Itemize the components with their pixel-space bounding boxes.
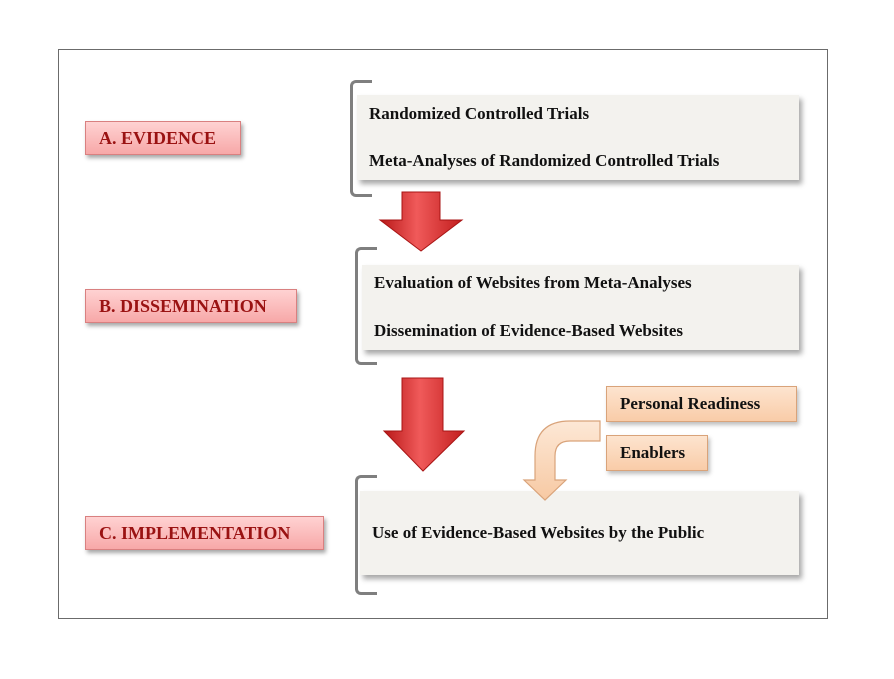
down-arrow-icon	[382, 377, 466, 472]
stage-label-implementation: C. IMPLEMENTATION	[85, 516, 324, 550]
panel-item: Use of Evidence-Based Websites by the Pu…	[372, 523, 705, 542]
panel-implementation: Use of Evidence-Based Websites by the Pu…	[360, 491, 799, 575]
panel-dissemination: Evaluation of Websites from Meta-Analyse…	[362, 265, 799, 350]
panel-item: Evaluation of Websites from Meta-Analyse…	[374, 273, 692, 292]
down-arrow-icon	[378, 191, 464, 252]
bracket-dissemination	[355, 247, 377, 365]
panel-item: Meta-Analyses of Randomized Controlled T…	[369, 151, 720, 170]
factor-personal-readiness: Personal Readiness	[606, 386, 797, 422]
stage-label-dissemination: B. DISSEMINATION	[85, 289, 297, 323]
panel-evidence: Randomized Controlled Trials Meta-Analys…	[357, 95, 799, 180]
panel-item: Randomized Controlled Trials	[369, 104, 590, 123]
bracket-implementation	[355, 475, 377, 595]
bent-arrow-icon	[522, 420, 601, 501]
panel-item: Dissemination of Evidence-Based Websites	[374, 321, 684, 340]
stage-label-evidence: A. EVIDENCE	[85, 121, 241, 155]
factor-enablers: Enablers	[606, 435, 708, 471]
bracket-evidence	[350, 80, 372, 197]
